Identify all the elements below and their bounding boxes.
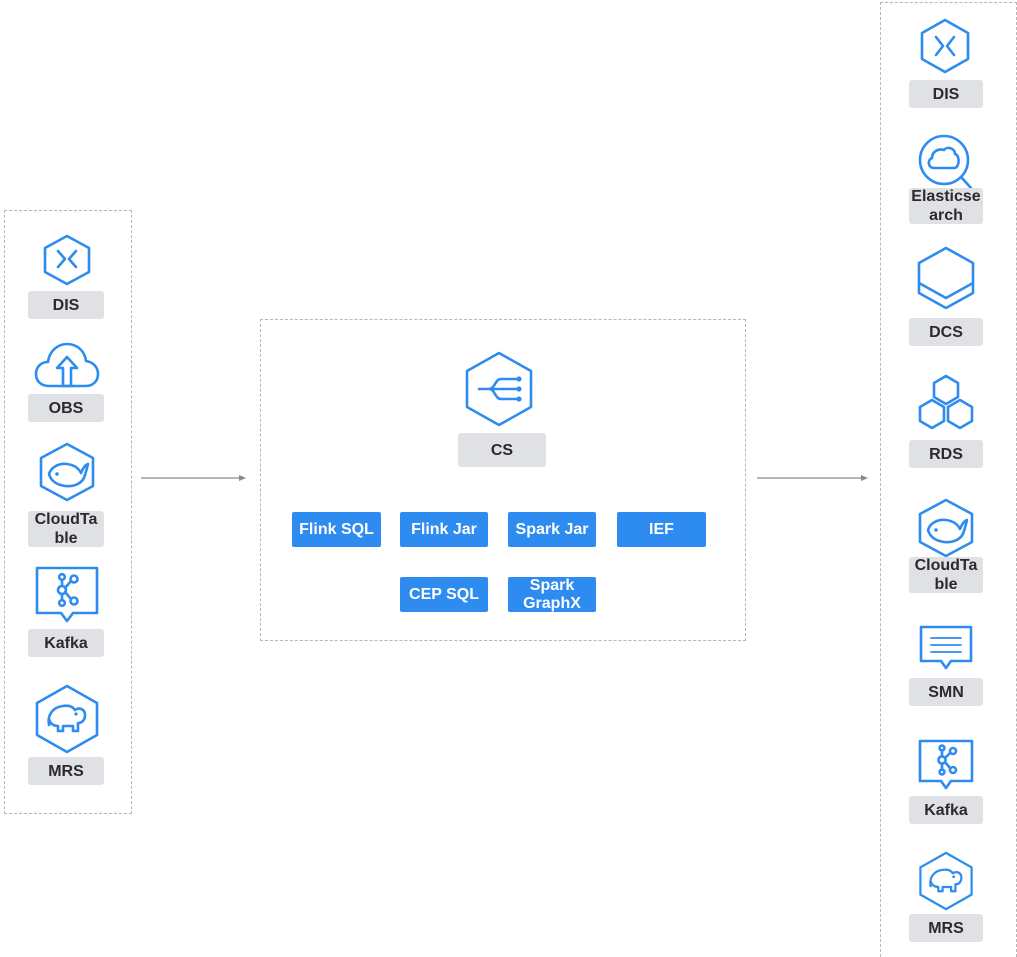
sink-mrs-label: MRS — [909, 914, 983, 942]
job-type-spark-graphx: Spark GraphX — [508, 577, 596, 612]
sinks-panel: DIS Elasticse arch DCS RDS — [880, 2, 1017, 957]
dcs-icon — [917, 246, 975, 310]
job-type-flink-jar: Flink Jar — [400, 512, 488, 547]
source-cloudtable: CloudTa ble — [5, 439, 131, 549]
job-type-ief: IEF — [617, 512, 706, 547]
sink-smn: SMN — [881, 621, 1016, 711]
kafka-icon — [918, 739, 974, 790]
cloudtable-whale-icon — [918, 498, 974, 558]
rds-icon — [918, 374, 974, 430]
sink-elasticsearch-label-line1: Elasticse — [911, 188, 981, 205]
arrow-sources-to-cs — [141, 475, 246, 481]
sink-cloudtable-label-line1: CloudTa — [914, 557, 978, 574]
sources-panel: DIS OBS CloudTa ble Kafka — [4, 210, 132, 814]
sink-elasticsearch: Elasticse arch — [881, 130, 1016, 230]
sink-kafka: Kafka — [881, 736, 1016, 828]
source-obs-label: OBS — [28, 394, 104, 422]
source-dis: DIS — [5, 211, 131, 323]
source-kafka-label: Kafka — [28, 629, 104, 657]
mrs-elephant-icon — [919, 851, 973, 911]
source-cloudtable-label-line1: CloudTa — [34, 511, 98, 528]
job-type-flink-sql: Flink SQL — [292, 512, 381, 547]
sink-dis-label: DIS — [909, 80, 983, 108]
sink-cloudtable-label-line2: ble — [934, 576, 958, 593]
sink-kafka-label: Kafka — [909, 796, 983, 824]
sink-dcs-label: DCS — [909, 318, 983, 346]
sink-rds: RDS — [881, 371, 1016, 471]
smn-message-icon — [919, 625, 973, 670]
cs-label: CS — [458, 433, 546, 467]
sink-elasticsearch-label: Elasticse arch — [909, 188, 983, 224]
kafka-icon — [35, 566, 99, 623]
source-kafka: Kafka — [5, 563, 131, 661]
source-mrs-label: MRS — [28, 757, 104, 785]
sink-rds-label: RDS — [909, 440, 983, 468]
sink-smn-label: SMN — [909, 678, 983, 706]
source-cloudtable-label: CloudTa ble — [28, 511, 104, 547]
cs-stream-icon — [465, 351, 533, 427]
elasticsearch-icon — [918, 134, 973, 190]
sink-dis: DIS — [881, 3, 1016, 115]
source-dis-label: DIS — [28, 291, 104, 319]
dis-icon — [43, 234, 91, 286]
sink-dcs: DCS — [881, 243, 1016, 351]
cs-panel: CS Flink SQL Flink Jar Spark Jar IEF CEP… — [260, 319, 746, 641]
obs-cloud-icon — [34, 342, 100, 388]
sink-cloudtable-label: CloudTa ble — [909, 557, 983, 593]
source-cloudtable-label-line2: ble — [54, 530, 78, 547]
job-type-spark-graphx-line1: Spark — [529, 576, 575, 594]
arrow-cs-to-sinks — [757, 475, 868, 481]
dis-icon — [920, 18, 970, 74]
job-type-spark-graphx-line2: GraphX — [523, 594, 581, 612]
sink-elasticsearch-label-line2: arch — [929, 207, 963, 224]
sink-cloudtable: CloudTa ble — [881, 495, 1016, 595]
sink-mrs: MRS — [881, 848, 1016, 948]
mrs-elephant-icon — [35, 684, 99, 754]
job-type-cep-sql: CEP SQL — [400, 577, 488, 612]
job-type-spark-jar: Spark Jar — [508, 512, 596, 547]
source-mrs: MRS — [5, 681, 131, 791]
cloudtable-whale-icon — [39, 442, 95, 502]
source-obs: OBS — [5, 336, 131, 426]
